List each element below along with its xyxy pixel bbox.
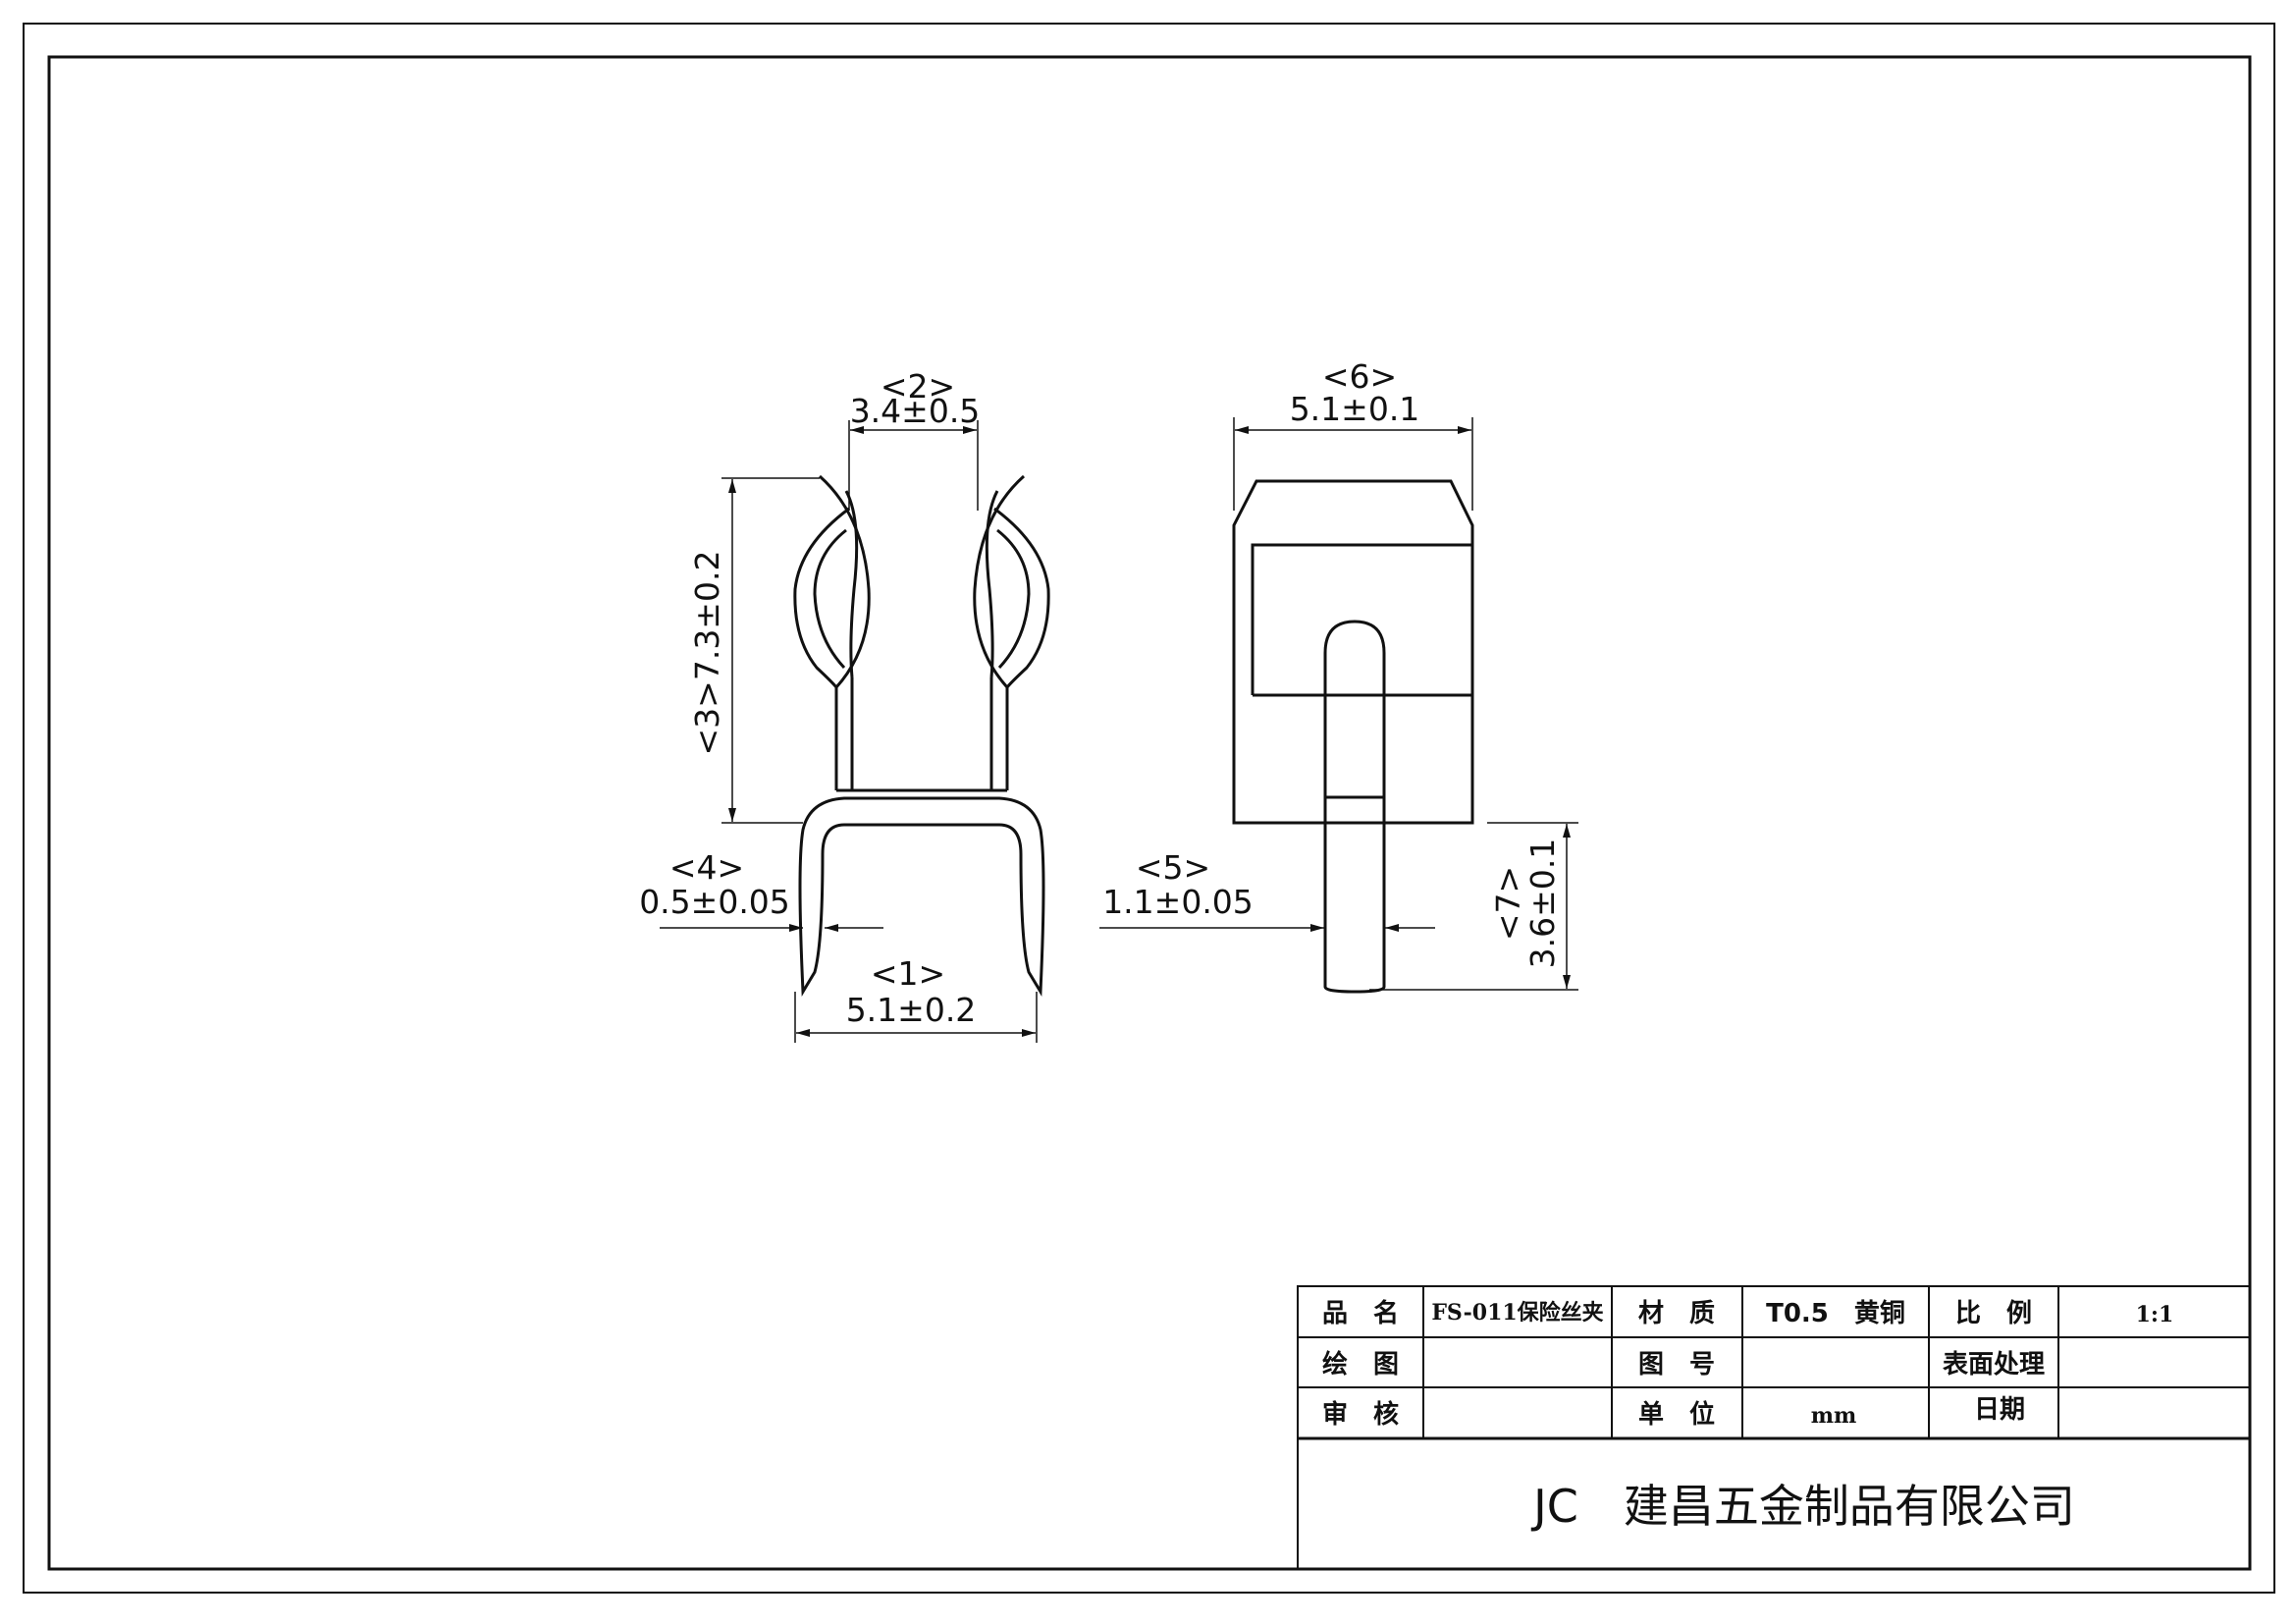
dim-2-value: 3.4±0.5 [850,392,981,430]
product-name-label: 品 名 [1322,1298,1399,1328]
left-arm-inner [844,490,859,678]
right-arm-inner [985,490,999,678]
dim-6-tag: <6> [1322,357,1397,396]
dim-5-tag: <5> [1136,848,1210,887]
scale-value: 1:1 [2136,1302,2174,1327]
left-arm-outer [819,474,871,790]
left-arm-loop-inner [813,528,847,670]
dim-7-value: 3.6±0.1 [1523,839,1562,969]
unit-value: mm [1811,1403,1857,1429]
drawn-label: 绘 图 [1322,1349,1399,1380]
dim-6-value: 5.1±0.1 [1290,390,1420,428]
drawing-no-label: 图 号 [1638,1350,1715,1380]
base-outer [798,796,1045,998]
dim-1-value: 5.1±0.2 [846,991,977,1029]
dim-3-label: <3>7.3±0.2 [688,551,726,756]
material-label: 材 质 [1638,1299,1715,1328]
dim-4-value: 0.5±0.05 [639,883,790,921]
product-name-value: FS-011保险丝夹 [1431,1300,1603,1326]
material-value: T0.5 黄铜 [1766,1299,1905,1328]
dim-2-tag: <2> [881,367,955,406]
company-name: JC 建昌五金制品有限公司 [1530,1480,2075,1533]
side-view [1232,479,1474,994]
right-arm-outer [973,474,1025,790]
front-view [793,474,1050,998]
outer-frame [23,23,2275,1594]
dim-4-tag: <4> [669,848,744,887]
surface-label: 表面处理 [1943,1350,2045,1380]
side-window [1251,543,1472,695]
dim-1-tag: <1> [871,954,945,993]
dimension-lines [660,417,1578,1043]
title-block [1297,1285,2251,1570]
unit-label: 单 位 [1638,1399,1715,1430]
date-label: 日期 [1974,1395,2025,1425]
right-arm-loop-inner [996,528,1031,670]
inner-frame [47,55,2252,1571]
right-arm-loop [993,507,1050,688]
dim-5-value: 1.1±0.05 [1102,883,1254,921]
review-label: 审 核 [1322,1399,1399,1430]
dim-7-tag: <7> [1489,866,1527,941]
side-tab [1323,620,1386,994]
side-body [1232,479,1474,825]
scale-label: 比 例 [1955,1299,2032,1328]
left-arm-loop [793,507,850,688]
